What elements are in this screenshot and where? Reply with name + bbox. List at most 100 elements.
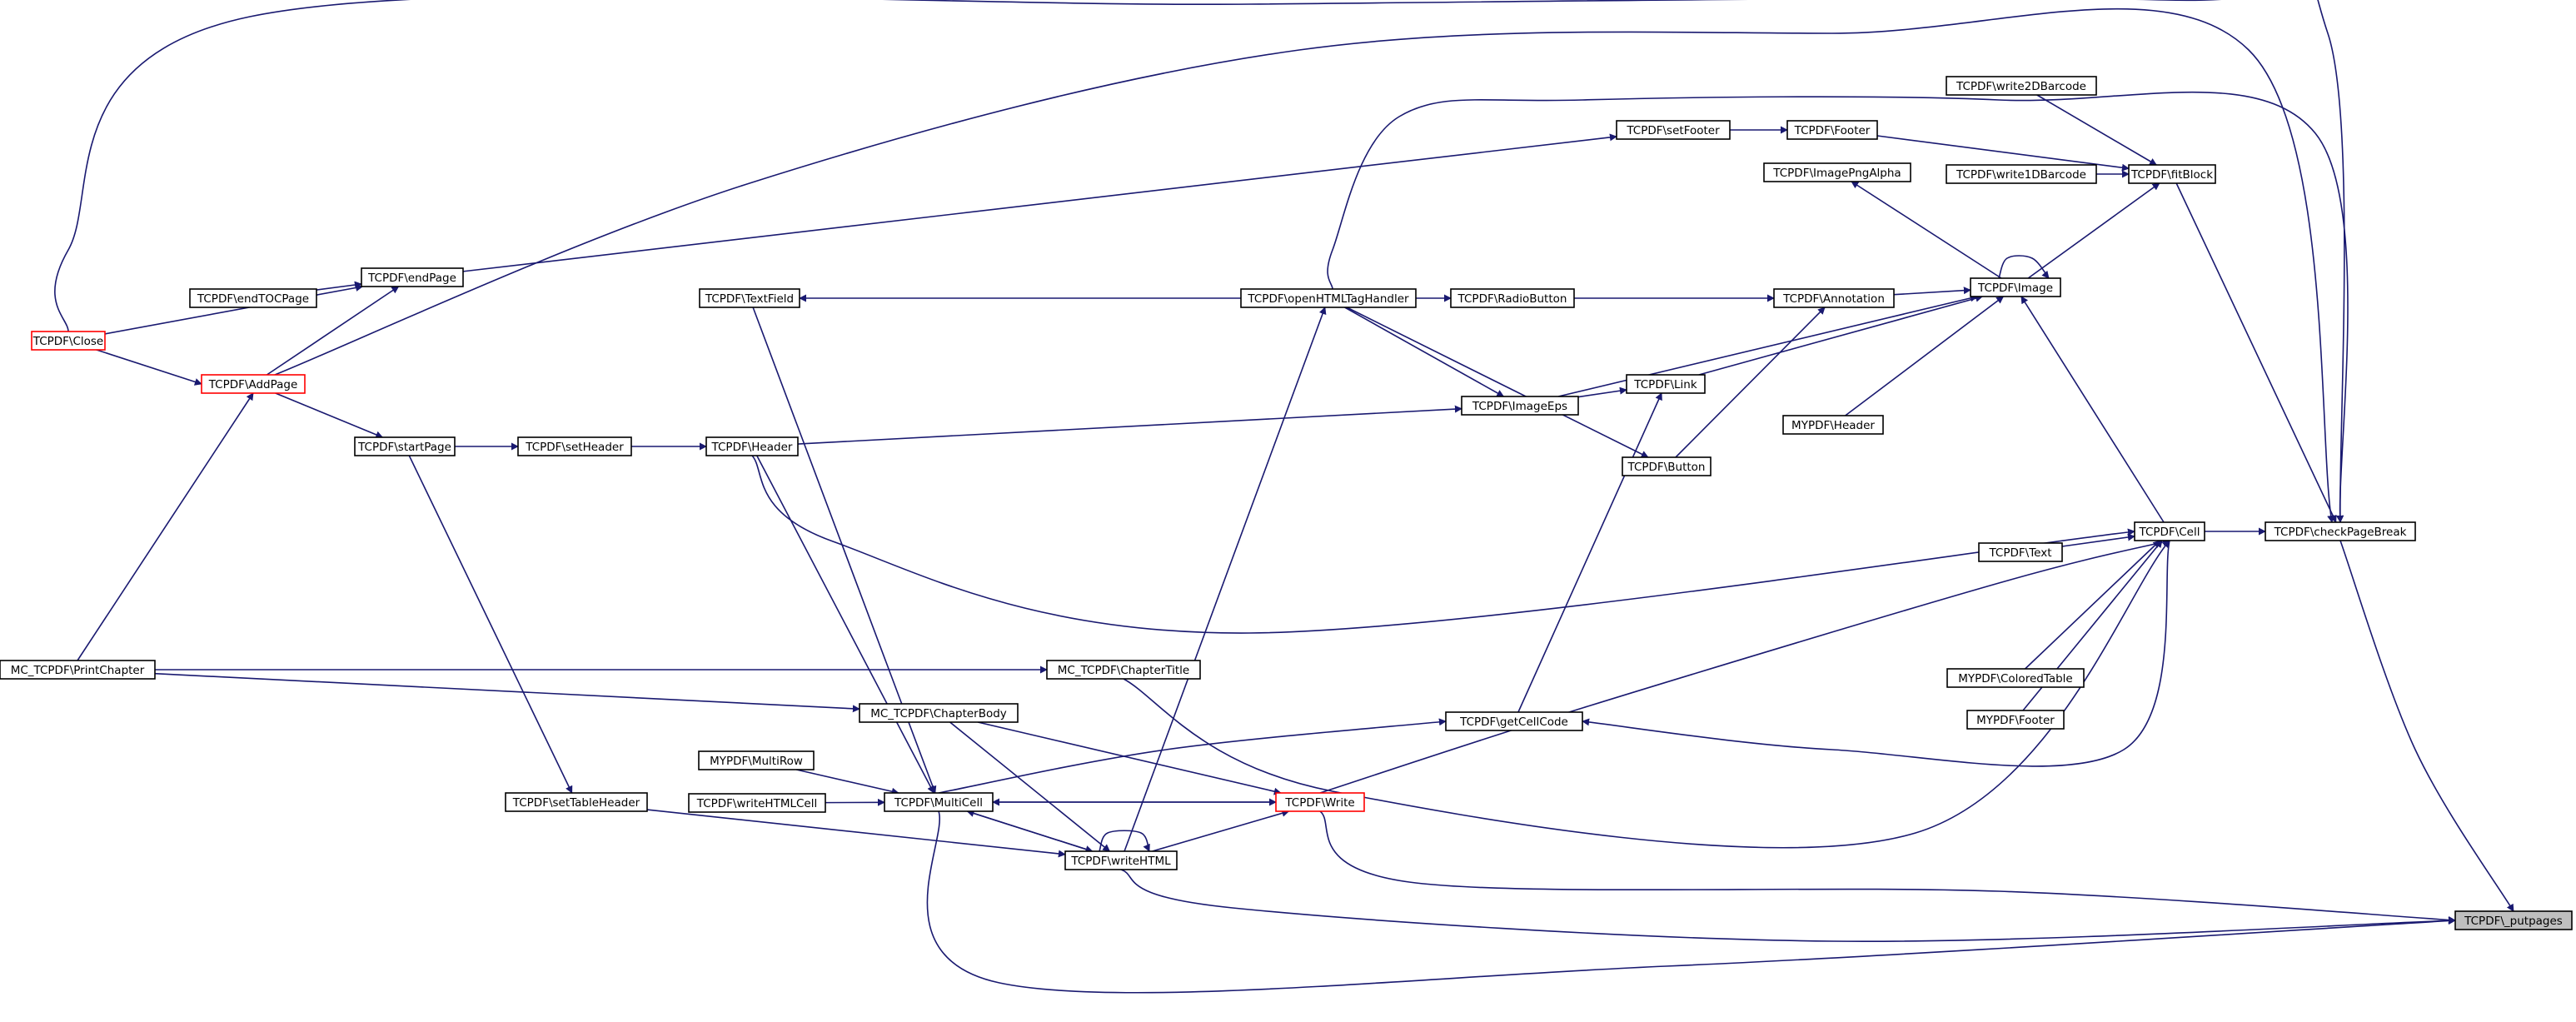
edge-Write-to-Cell [1319,538,2170,794]
node-setFooter[interactable]: TCPDF\setFooter [1616,120,1731,140]
node-ChapterTitle[interactable]: MC_TCPDF\ChapterTitle [1046,660,1201,680]
node-label: MC_TCPDF\PrintChapter [11,664,145,677]
edge-Footer-to-fitBlock [1876,135,2130,172]
edge-Write-to-putpages [1319,810,2456,924]
node-box [1946,164,2097,184]
node-label: TCPDF\write1DBarcode [1956,168,2086,182]
node-label: TCPDF\setFooter [1626,124,1720,137]
node-Annotation[interactable]: TCPDF\Annotation [1773,288,1895,308]
edge-Button-to-Annotation [1675,307,1826,458]
node-box [2128,164,2216,184]
edge-ColoredTable-to-Cell [2025,540,2161,670]
edge-MultiCell-to-getCellCode [938,718,1447,794]
edge-endTOCPage-to-endPage [316,281,362,291]
node-label: TCPDF\writeHTML [1070,855,1171,868]
node-startPage[interactable]: TCPDF\startPage [354,436,456,456]
node-label: MYPDF\MultiRow [710,755,803,768]
node-box [0,660,156,680]
edge-Cell-to-Image [2020,296,2165,523]
edge-Header-to-MultiCell [756,455,934,794]
node-Write[interactable]: TCPDF\Write [1275,792,1365,812]
edge-checkPageBreak-to-putpages [2339,540,2514,912]
node-label: TCPDF\endTOCPage [197,292,309,306]
node-checkPageBreak[interactable]: TCPDF\checkPageBreak [2265,521,2416,541]
edge-Close-to-endPage [104,284,364,335]
edge-Image-to-ImagePngAlpha [1851,181,2002,279]
node-write1DBarcode[interactable]: TCPDF\write1DBarcode [1946,164,2097,184]
edge-Image-to-Image [1998,255,2050,279]
node-write2DBarcode[interactable]: TCPDF\write2DBarcode [1946,76,2097,96]
node-box [1461,396,1579,416]
edge-getCellCode-to-Link [1517,392,1662,713]
node-ImageEps[interactable]: TCPDF\ImageEps [1461,396,1579,416]
edge-endPage-to-setFooter [462,133,1617,272]
node-box [1978,542,2063,562]
edge-openHTMLTagHandler-to-ImageEps [1344,307,1505,397]
node-box [699,288,800,308]
node-Image[interactable]: TCPDF\Image [1970,277,2061,297]
node-box [1046,660,1201,680]
node-box [1773,288,1895,308]
node-label: TCPDF\MultiCell [894,796,983,810]
node-box [354,436,456,456]
node-openHTMLTagHandler[interactable]: TCPDF\openHTMLTagHandler [1240,288,1417,308]
node-label: TCPDF\Cell [2139,526,2200,539]
node-endPage[interactable]: TCPDF\endPage [361,267,464,287]
node-setHeader[interactable]: TCPDF\setHeader [517,436,632,456]
edge-Link-to-Image [1698,294,1984,376]
edge-Header-to-Cell [751,455,2135,634]
node-fitBlock[interactable]: TCPDF\fitBlock [2128,164,2216,184]
node-writeHTMLCell[interactable]: TCPDF\writeHTMLCell [688,793,826,813]
node-label: MYPDF\Footer [1976,714,2055,727]
node-writeHTML[interactable]: TCPDF\writeHTML [1064,850,1178,870]
edge-Text-to-Cell [2061,533,2135,547]
node-Cell[interactable]: TCPDF\Cell [2134,521,2205,541]
node-putpages[interactable]: TCPDF\_putpages [2454,910,2573,930]
edge-AddPage-to-startPage [275,392,384,439]
node-label: MYPDF\ColoredTable [1958,672,2072,685]
node-Link[interactable]: TCPDF\Link [1626,374,1706,394]
node-box [1450,288,1575,308]
node-MultiCell[interactable]: TCPDF\MultiCell [884,792,994,812]
node-label: MYPDF\Header [1791,419,1875,432]
node-AddPage[interactable]: TCPDF\AddPage [201,374,306,394]
node-label: TCPDF\fitBlock [2130,168,2213,182]
node-label: TCPDF\RadioButton [1457,292,1567,306]
node-ChapterBody[interactable]: MC_TCPDF\ChapterBody [859,703,1019,723]
node-Button[interactable]: TCPDF\Button [1622,456,1712,476]
node-label: TCPDF\Link [1633,378,1697,391]
node-RadioButton[interactable]: TCPDF\RadioButton [1450,288,1575,308]
edge-openHTMLTagHandler-to-checkPageBreak [1327,91,2349,523]
node-ImagePngAlpha[interactable]: TCPDF\ImagePngAlpha [1763,162,1911,182]
node-MultiRow[interactable]: MYPDF\MultiRow [698,750,815,770]
edge-MYPDFHeader-to-Image [1845,296,2005,416]
node-label: TCPDF\endPage [367,272,456,285]
edge-setTableHeader-to-writeHTML [646,809,1066,858]
node-MYPDFHeader[interactable]: MYPDF\Header [1782,415,1884,435]
node-setTableHeader[interactable]: TCPDF\setTableHeader [505,792,648,812]
node-box [361,267,464,287]
node-box [884,792,994,812]
node-endTOCPage[interactable]: TCPDF\endTOCPage [189,288,317,308]
node-Header[interactable]: TCPDF\Header [705,436,799,456]
node-PrintChapter[interactable]: MC_TCPDF\PrintChapter [0,660,156,680]
node-box [201,374,306,394]
node-box [1946,668,2085,688]
node-box [1445,711,1583,731]
node-label: TCPDF\getCellCode [1459,715,1568,729]
node-label: TCPDF\Footer [1794,124,1871,137]
node-label: TCPDF\setTableHeader [512,796,640,810]
node-Text[interactable]: TCPDF\Text [1978,542,2063,562]
node-ColoredTable[interactable]: MYPDF\ColoredTable [1946,668,2085,688]
node-Footer[interactable]: TCPDF\Footer [1786,120,1878,140]
node-label: TCPDF\startPage [357,441,451,454]
node-Close[interactable]: TCPDF\Close [31,331,106,351]
node-MYPDFFooter[interactable]: MYPDF\Footer [1966,710,2065,730]
node-box [1064,850,1178,870]
node-TextField[interactable]: TCPDF\TextField [699,288,800,308]
node-getCellCode[interactable]: TCPDF\getCellCode [1445,711,1583,731]
edge-startPage-to-setTableHeader [408,455,573,794]
node-box [2454,910,2573,930]
node-label: TCPDF\openHTMLTagHandler [1247,292,1409,306]
